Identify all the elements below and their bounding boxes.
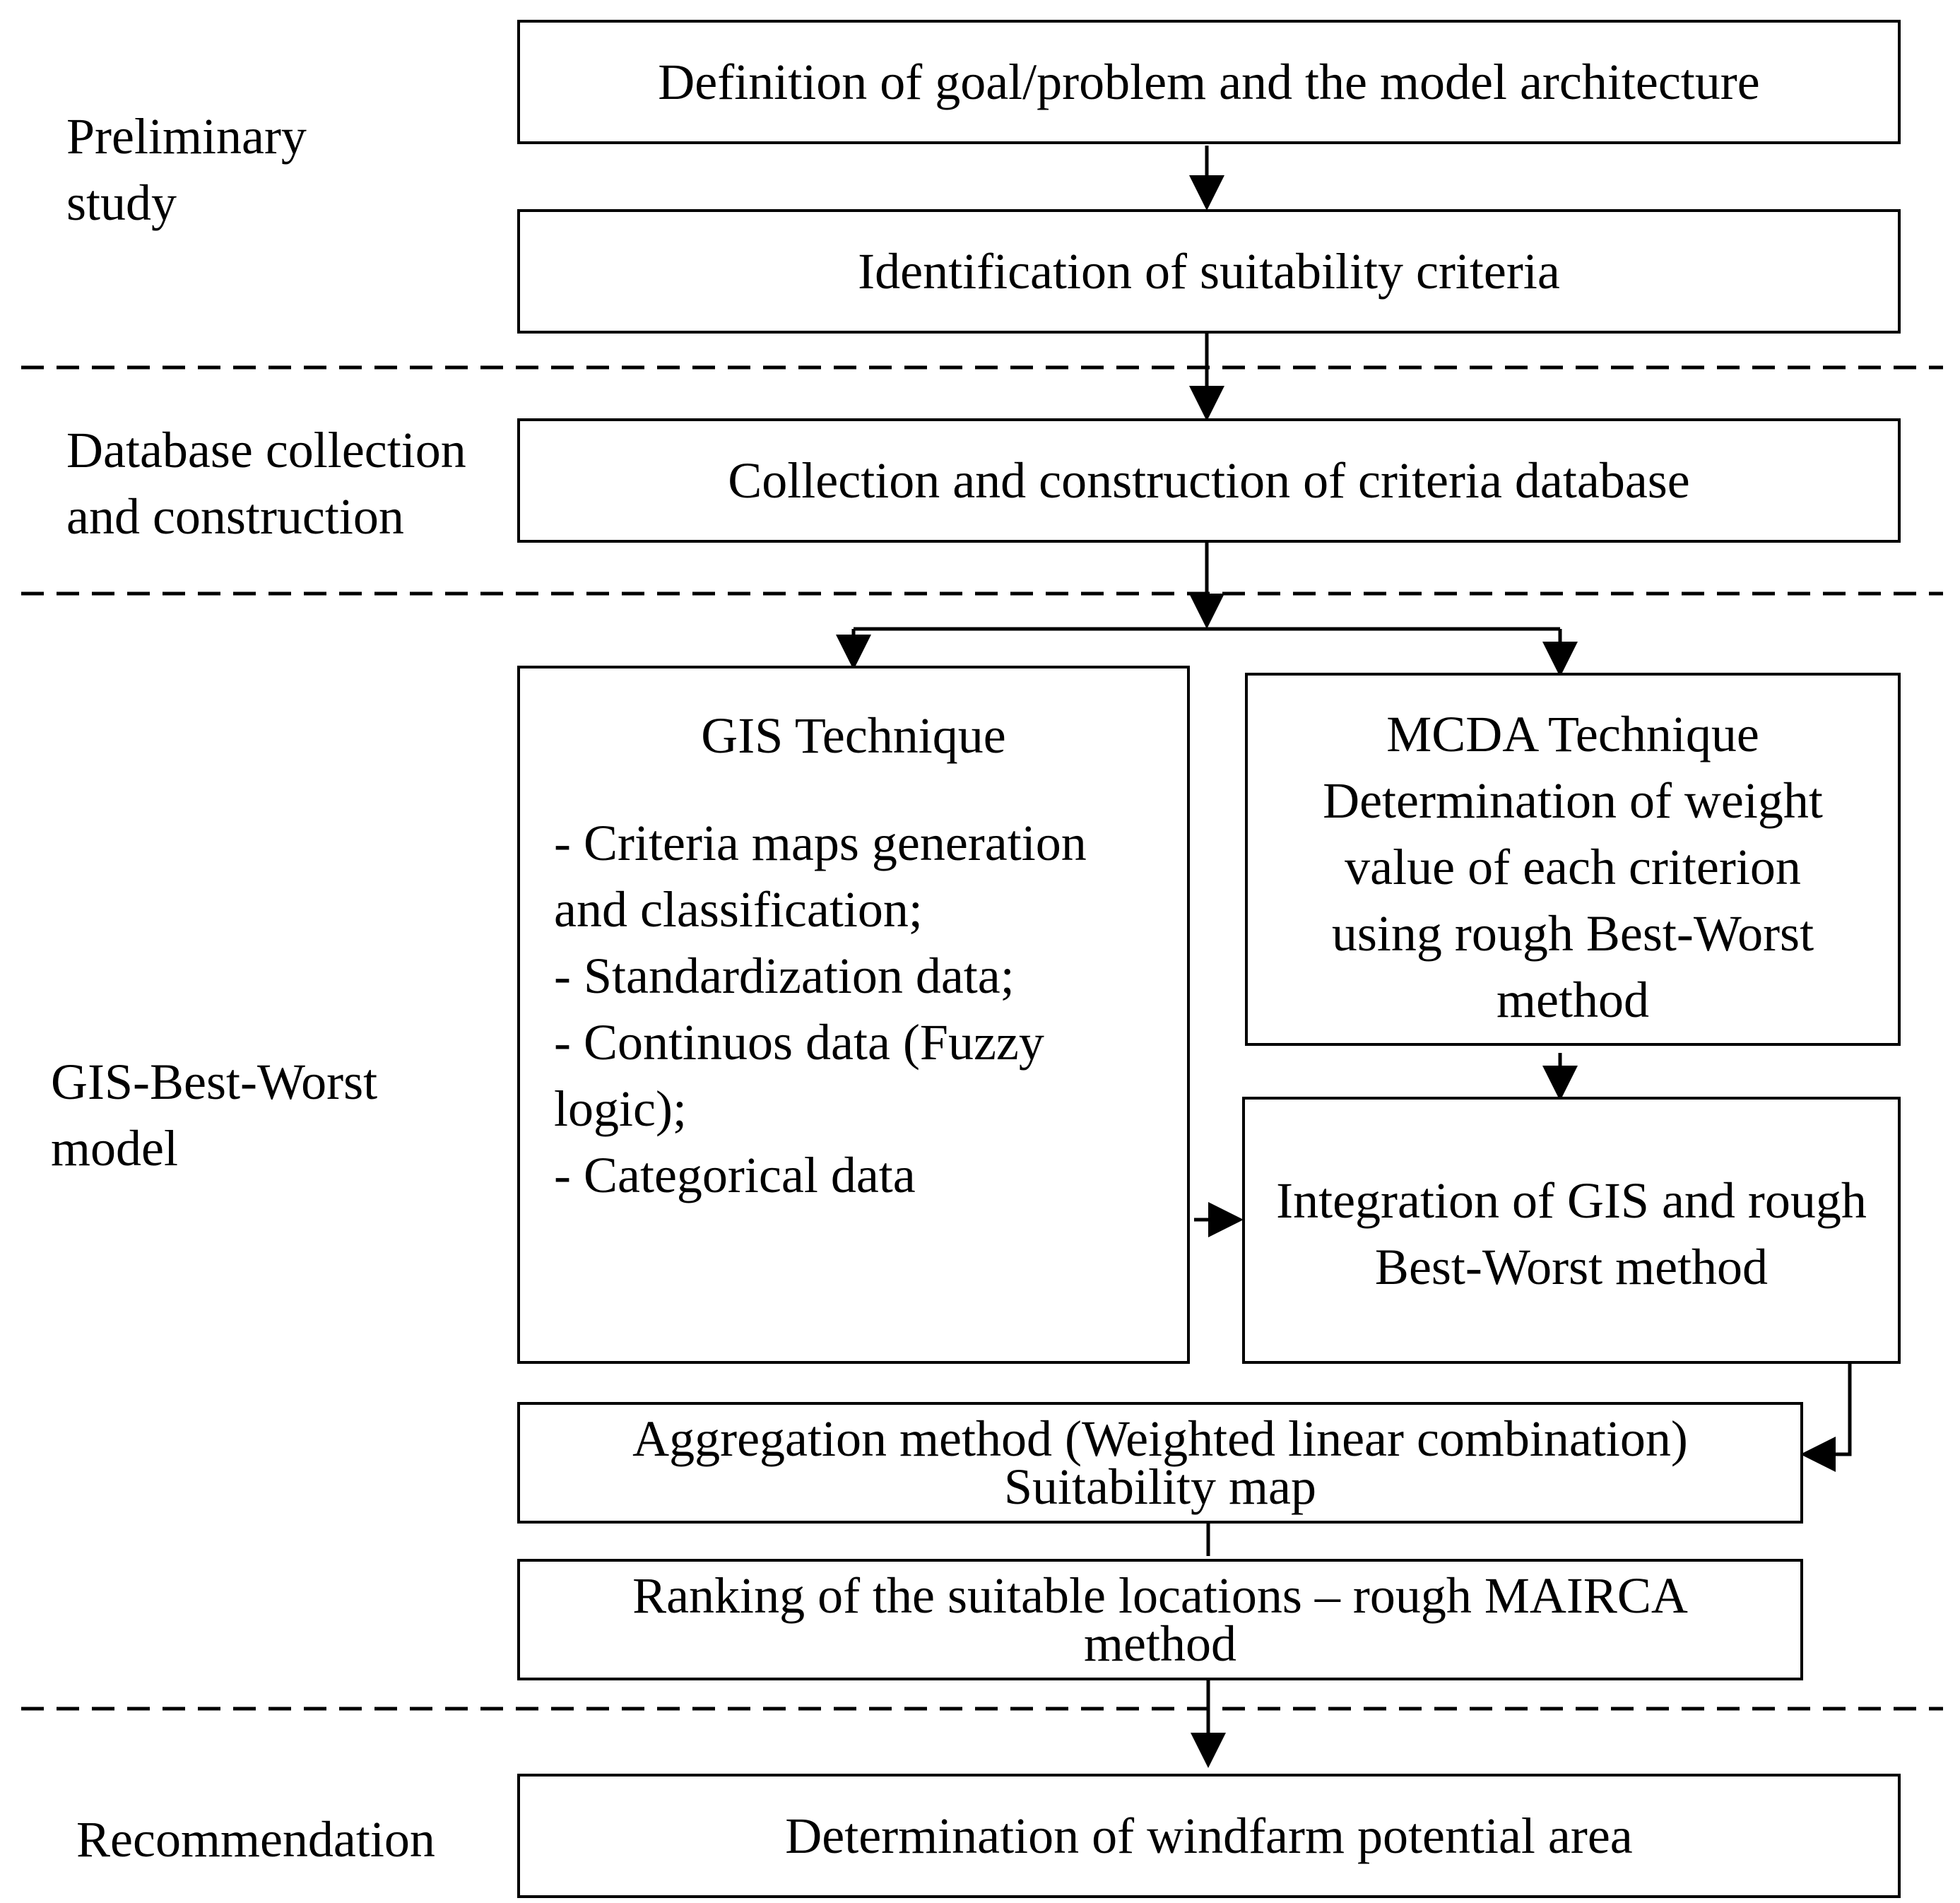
mcda-line: Determination of weight bbox=[1323, 772, 1823, 829]
box-text: Determination of windfarm potential area bbox=[785, 1808, 1633, 1864]
box-text: Definition of goal/problem and the model… bbox=[658, 54, 1760, 110]
gis-technique-title: GIS Technique bbox=[701, 707, 1006, 764]
stage-label-line: Recommendation bbox=[76, 1811, 435, 1868]
criteria-identification-box: Identification of suitability criteria bbox=[517, 209, 1901, 334]
aggregation-box: Aggregation method (Weighted linear comb… bbox=[517, 1402, 1803, 1524]
integration-line: Best-Worst method bbox=[1374, 1239, 1769, 1295]
mcda-line: MCDA Technique bbox=[1386, 706, 1759, 762]
gis-step-line: - Categorical data bbox=[554, 1147, 916, 1203]
goal-definition-box: Definition of goal/problem and the model… bbox=[517, 20, 1901, 144]
stage-label-line: Preliminary bbox=[66, 108, 307, 165]
integration-text: Integration of GIS and rough Best-Worst … bbox=[1276, 1167, 1867, 1300]
stage-label-model: GIS-Best-Worst model bbox=[51, 1049, 377, 1182]
windfarm-area-box: Determination of windfarm potential area bbox=[517, 1774, 1901, 1898]
ranking-box: Ranking of the suitable locations – roug… bbox=[517, 1559, 1803, 1680]
ranking-line: method bbox=[1084, 1615, 1236, 1672]
stage-label-line: GIS-Best-Worst bbox=[51, 1054, 378, 1110]
mcda-text: MCDA Technique Determination of weight v… bbox=[1323, 701, 1823, 1033]
gis-step-line: and classification; bbox=[554, 881, 923, 938]
gis-technique-box: GIS Technique - Criteria maps generation… bbox=[517, 666, 1190, 1364]
box-text: Collection and construction of criteria … bbox=[728, 452, 1690, 509]
gis-step-line: - Standardization data; bbox=[554, 948, 1015, 1004]
stage-label-line: model bbox=[51, 1120, 178, 1177]
arrow-integration-to-aggregation bbox=[1800, 1362, 1852, 1472]
database-collection-box: Collection and construction of criteria … bbox=[517, 418, 1901, 543]
stage-label-line: and construction bbox=[66, 488, 404, 545]
stage-label-line: Database collection bbox=[66, 422, 466, 478]
mcda-line: using rough Best-Worst bbox=[1331, 905, 1814, 962]
mcda-technique-box: MCDA Technique Determination of weight v… bbox=[1245, 673, 1901, 1046]
stage-label-preliminary: Preliminary study bbox=[66, 103, 307, 236]
stage-label-recommendation: Recommendation bbox=[76, 1806, 435, 1873]
gis-step-line: - Criteria maps generation bbox=[554, 815, 1087, 871]
gis-technique-steps: - Criteria maps generation and classific… bbox=[554, 810, 1087, 1208]
integration-box: Integration of GIS and rough Best-Worst … bbox=[1242, 1097, 1901, 1364]
mcda-line: method bbox=[1496, 972, 1649, 1028]
aggregation-line: Suitability map bbox=[1004, 1459, 1316, 1515]
gis-step-line: - Continuos data (Fuzzy bbox=[554, 1014, 1044, 1071]
aggregation-line: Aggregation method (Weighted linear comb… bbox=[632, 1410, 1688, 1467]
integration-line: Integration of GIS and rough bbox=[1276, 1172, 1867, 1229]
stage-label-database: Database collection and construction bbox=[66, 417, 466, 550]
gis-step-line: logic); bbox=[554, 1080, 687, 1137]
stage-label-line: study bbox=[66, 175, 177, 231]
box-text: Identification of suitability criteria bbox=[858, 243, 1560, 300]
mcda-line: value of each criterion bbox=[1345, 839, 1801, 895]
ranking-line: Ranking of the suitable locations – roug… bbox=[632, 1567, 1688, 1624]
